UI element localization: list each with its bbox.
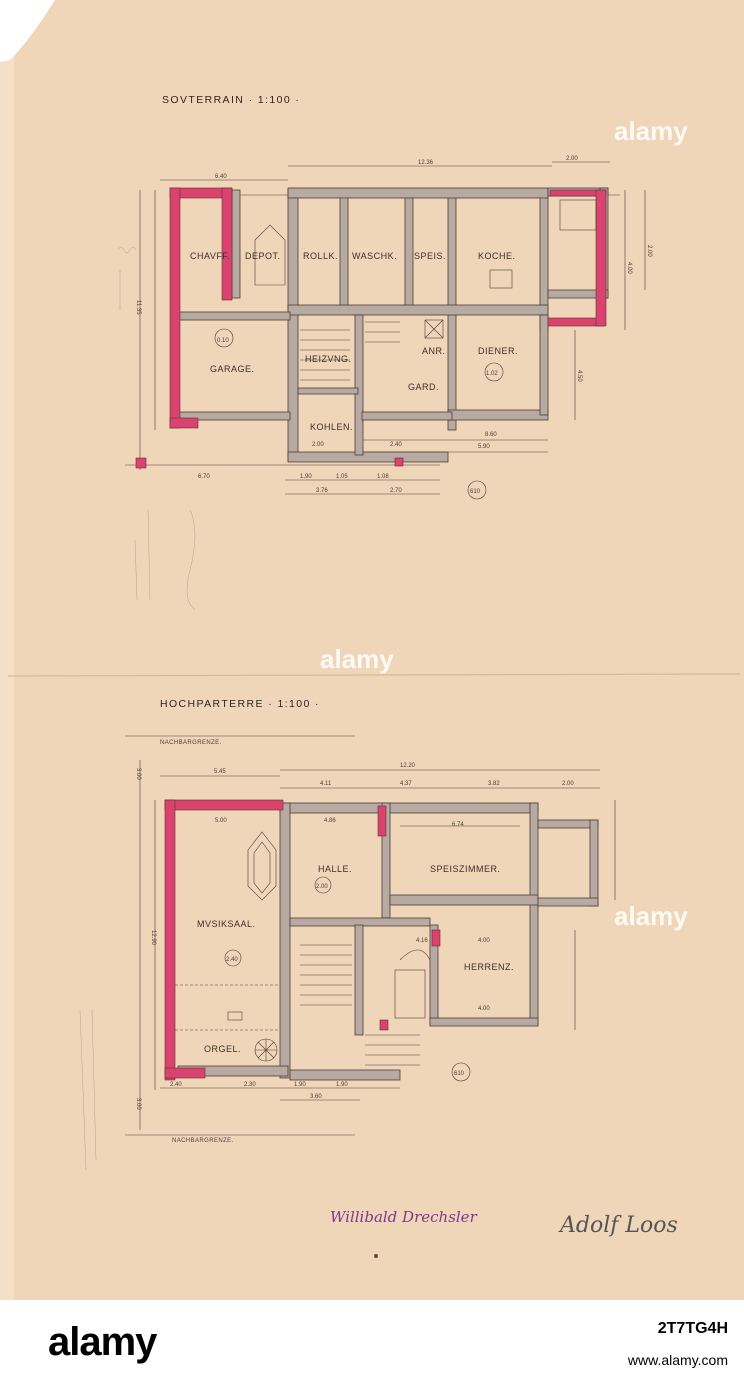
dim-top-1: 6.40 <box>215 174 227 180</box>
hp-dim-inner-2: 4.86 <box>324 818 336 824</box>
watermark-3: alamy <box>614 901 688 931</box>
dim-bottom-4: 1.08 <box>377 474 389 480</box>
room-garage: GARAGE. <box>210 364 255 374</box>
room-speis: SPEIS. <box>414 251 446 261</box>
hp-dim-bottom-1: 2.40 <box>170 1082 182 1088</box>
room-heizung: HEIZVNG. <box>305 354 352 364</box>
hp-dim-inner-5: 4.00 <box>478 938 490 944</box>
room-number-diener: 1.02 <box>486 371 498 377</box>
footer-url: www.alamy.com <box>627 1352 728 1368</box>
dim-misc-1: 8.60 <box>485 432 497 438</box>
hp-dim-top-4: 4.37 <box>400 781 412 787</box>
sovterrain-sheet-mark: 610 <box>470 489 481 495</box>
architectural-drawing-sheet: SOVTERRAIN · 1:100 · <box>0 0 744 1300</box>
hp-dim-top-1: 5.45 <box>214 769 226 775</box>
dim-right-3: 4.50 <box>576 370 582 382</box>
stock-footer: alamy 2T7TG4H www.alamy.com <box>0 1300 744 1390</box>
dim-bottom-3: 1.05 <box>336 474 348 480</box>
neighbour-line-top: NACHBARGRENZE. <box>160 740 222 746</box>
dim-top-2: 12.36 <box>418 160 434 166</box>
dim-bottom-6: 2.70 <box>390 488 402 494</box>
room-orgel: ORGEL. <box>204 1044 241 1054</box>
dim-misc-3: 2.40 <box>390 442 402 448</box>
room-depot: DEPOT. <box>245 251 281 261</box>
hp-dim-inner-1: 5.00 <box>215 818 227 824</box>
footer-image-id: 2T7TG4H <box>657 1320 728 1337</box>
room-herrenz: HERRENZ. <box>464 962 514 972</box>
room-waschk: WASCHK. <box>352 251 397 261</box>
dim-bottom-1: 6.70 <box>198 474 210 480</box>
dim-top-3: 2.00 <box>566 156 578 162</box>
hp-dim-left-3: 3.00 <box>135 1098 141 1110</box>
watermark-2: alamy <box>320 644 394 674</box>
room-chauff: CHAVFF. <box>190 251 230 261</box>
dim-left-1: 11.35 <box>135 300 141 315</box>
hochparterre-plan: HOCHPARTERRE · 1:100 · NACHBARGRENZE. NA… <box>125 698 616 1144</box>
hp-dim-bottom-3: 1.90 <box>294 1082 306 1088</box>
hp-dim-left-1: 3.00 <box>135 768 141 780</box>
hp-dim-bottom-5: 3.60 <box>310 1094 322 1100</box>
room-anr: ANR. <box>422 346 446 356</box>
hp-dim-top-6: 2.00 <box>562 781 574 787</box>
hp-dim-inner-3: 6.74 <box>452 822 464 828</box>
room-halle: HALLE. <box>318 864 352 874</box>
pencil-notes <box>79 246 196 1171</box>
dim-misc-2: 5.90 <box>478 444 490 450</box>
hp-dim-inner-4: 4.16 <box>416 938 428 944</box>
watermark-1: alamy <box>614 116 688 146</box>
hp-dim-top-2: 12.20 <box>400 763 416 769</box>
room-diener: DIENER. <box>478 346 518 356</box>
hochparterre-sheet-mark: 610 <box>454 1071 465 1077</box>
room-rollk: ROLLK. <box>303 251 338 261</box>
sovterrain-plan: SOVTERRAIN · 1:100 · <box>125 94 652 500</box>
sovterrain-title: SOVTERRAIN · 1:100 · <box>162 94 300 106</box>
neighbour-line-bottom: NACHBARGRENZE. <box>172 1138 234 1144</box>
floor-plans-svg: SOVTERRAIN · 1:100 · <box>0 0 741 1300</box>
room-koche: KOCHE. <box>478 251 516 261</box>
signature-left: Willibald Drechsler <box>330 1208 478 1226</box>
room-gard: GARD. <box>408 382 439 392</box>
hp-dim-left-2: 12.90 <box>150 930 156 946</box>
room-musiksaal: MVSIKSAAL. <box>197 919 256 929</box>
footer-brand-logo: alamy <box>48 1320 157 1364</box>
dim-bottom-2: 1.90 <box>300 474 312 480</box>
room-kohlen: KOHLEN. <box>310 422 353 432</box>
room-number-garage: 0.10 <box>217 338 229 344</box>
dim-right-1: 4.00 <box>626 262 632 274</box>
room-number-musiksaal: 2.40 <box>226 957 238 963</box>
room-number-halle: 2.00 <box>316 884 328 890</box>
hp-dim-bottom-4: 1.90 <box>336 1082 348 1088</box>
hp-dim-top-5: 3.82 <box>488 781 500 787</box>
dim-right-2: 2.00 <box>646 245 652 257</box>
signature-right: Adolf Loos <box>558 1213 678 1238</box>
room-speiszimmer: SPEISZIMMER. <box>430 864 501 874</box>
hochparterre-title: HOCHPARTERRE · 1:100 · <box>160 698 320 710</box>
paper-fold-line <box>7 673 741 677</box>
dim-misc-4: 2.00 <box>312 442 324 448</box>
hp-dim-inner-6: 4.00 <box>478 1006 490 1012</box>
hp-dim-top-3: 4.11 <box>320 781 332 787</box>
dim-bottom-5: 3.76 <box>316 488 328 494</box>
hp-dim-bottom-2: 2.30 <box>244 1082 256 1088</box>
